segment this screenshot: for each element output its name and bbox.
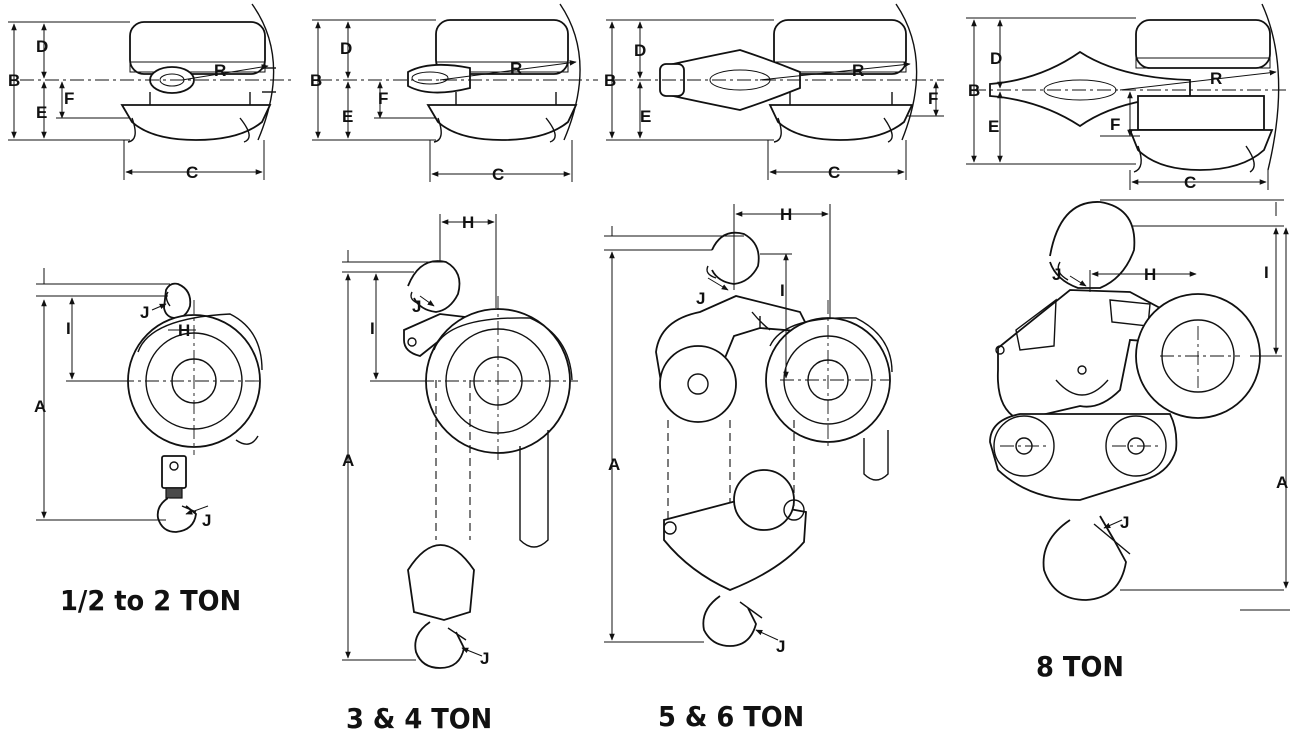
dim-label-f: F [378, 89, 388, 108]
dim-label-b: B [604, 71, 616, 90]
dim-label-d: D [36, 37, 48, 56]
front-view-three-four: A I H J J [342, 213, 578, 669]
dim-label-i: I [370, 319, 375, 338]
dim-label-j-bottom: J [202, 511, 211, 530]
dim-label-d: D [634, 41, 646, 60]
dim-label-r: R [852, 61, 864, 80]
dim-label-e: E [988, 117, 999, 136]
dim-label-f: F [928, 89, 938, 108]
dim-label-d: D [340, 39, 352, 58]
dim-label-i: I [66, 319, 71, 338]
caption-eight-ton: 8 TON [1036, 650, 1124, 683]
dim-label-b: B [8, 71, 20, 90]
dim-label-j-top: J [140, 303, 149, 322]
caption-five-six-ton: 5 & 6 TON [658, 700, 805, 733]
caption-three-four-ton: 3 & 4 TON [346, 702, 493, 735]
dim-label-j-bottom: J [776, 637, 785, 656]
front-view-half-to-two: A I H J J [34, 268, 263, 533]
dim-label-e: E [36, 103, 47, 122]
dim-label-j-bottom: J [1120, 513, 1129, 532]
dim-label-r: R [214, 61, 226, 80]
dim-label-r: R [1210, 69, 1222, 88]
dim-label-j-top: J [1052, 265, 1061, 284]
dim-label-j-top: J [412, 297, 421, 316]
dim-label-h: H [1144, 265, 1156, 284]
top-view-five-six: B D E F C R [604, 3, 944, 182]
dim-label-a: A [1276, 473, 1288, 492]
dim-label-j-top: J [696, 289, 705, 308]
dim-label-a: A [608, 455, 620, 474]
dim-label-f: F [64, 89, 74, 108]
dim-label-r: R [510, 59, 522, 78]
dim-label-i: I [1264, 263, 1269, 282]
dim-label-b: B [968, 81, 980, 100]
top-view-three-four: B D E F C R [310, 3, 598, 184]
caption-half-to-two-ton: 1/2 to 2 TON [60, 584, 242, 617]
front-view-five-six: A I H J J [604, 204, 893, 656]
dim-label-i: I [780, 281, 785, 300]
dim-label-f: F [1110, 115, 1120, 134]
dim-label-c: C [828, 163, 840, 182]
dim-label-a: A [34, 397, 46, 416]
dim-label-h: H [780, 205, 792, 224]
dim-label-b: B [310, 71, 322, 90]
dim-label-d: D [990, 49, 1002, 68]
dim-label-e: E [342, 107, 353, 126]
dim-label-c: C [492, 165, 504, 184]
dim-label-e: E [640, 107, 651, 126]
dim-label-a: A [342, 451, 354, 470]
dim-label-j-bottom: J [480, 649, 489, 668]
front-view-eight: A I H J J [989, 199, 1290, 611]
top-view-eight: B D E F C R [966, 3, 1290, 192]
dim-label-h: H [178, 321, 190, 340]
dim-label-c: C [186, 163, 198, 182]
dim-label-h: H [462, 213, 474, 232]
dim-label-c: C [1184, 173, 1196, 192]
top-view-half-to-two: B D E F C R [8, 3, 292, 182]
